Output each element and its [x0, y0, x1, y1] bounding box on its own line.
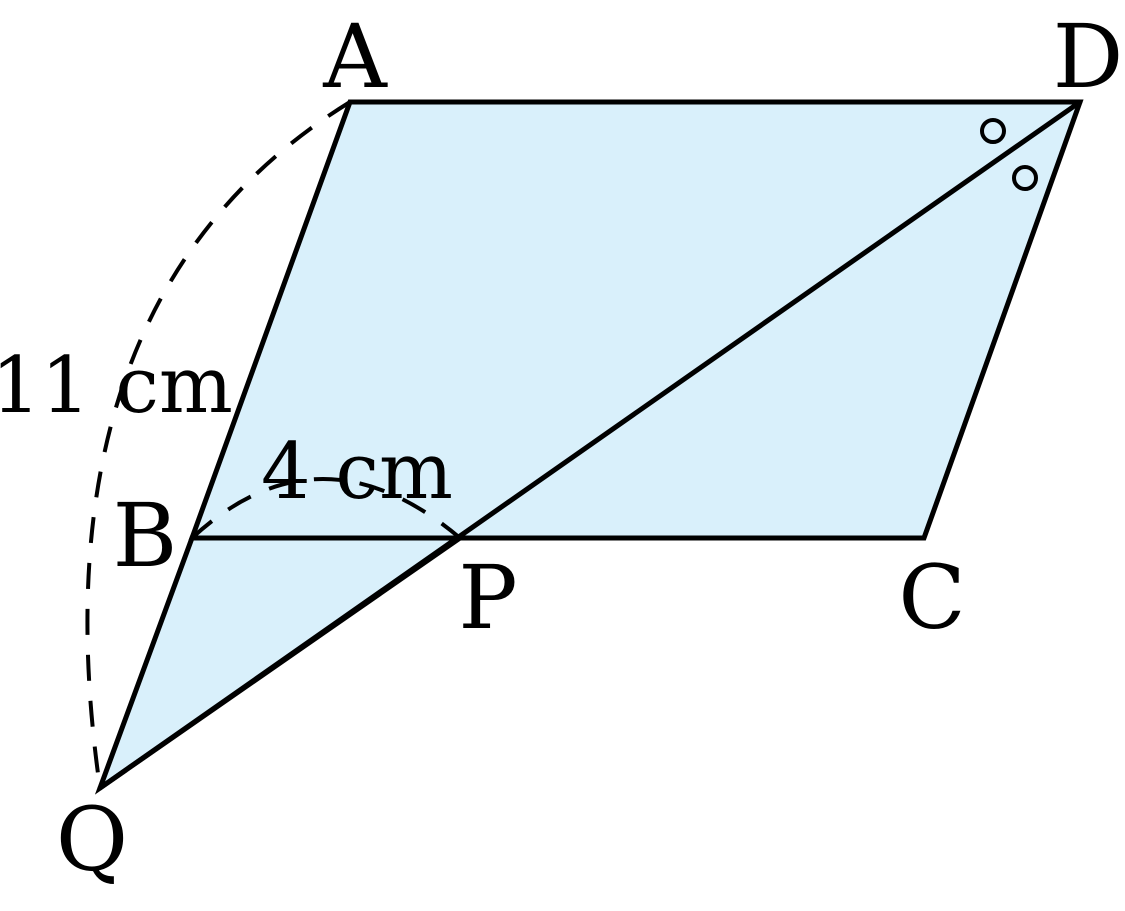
line-dq [97, 99, 1083, 791]
dimension-arc-bp [190, 477, 462, 540]
label-a: A [322, 5, 388, 108]
angle-mark-2 [1012, 165, 1038, 191]
parallelogram-abcd [188, 99, 1084, 541]
dimension-arc-aq [85, 100, 352, 789]
measure-bp: 4 cm [261, 427, 453, 517]
label-p: P [458, 546, 517, 649]
label-q: Q [56, 788, 128, 891]
label-c: C [898, 546, 965, 649]
angle-mark-1 [980, 118, 1006, 144]
measure-aq: 11 cm [0, 341, 233, 431]
label-b: B [113, 484, 178, 587]
label-d: D [1053, 5, 1124, 108]
